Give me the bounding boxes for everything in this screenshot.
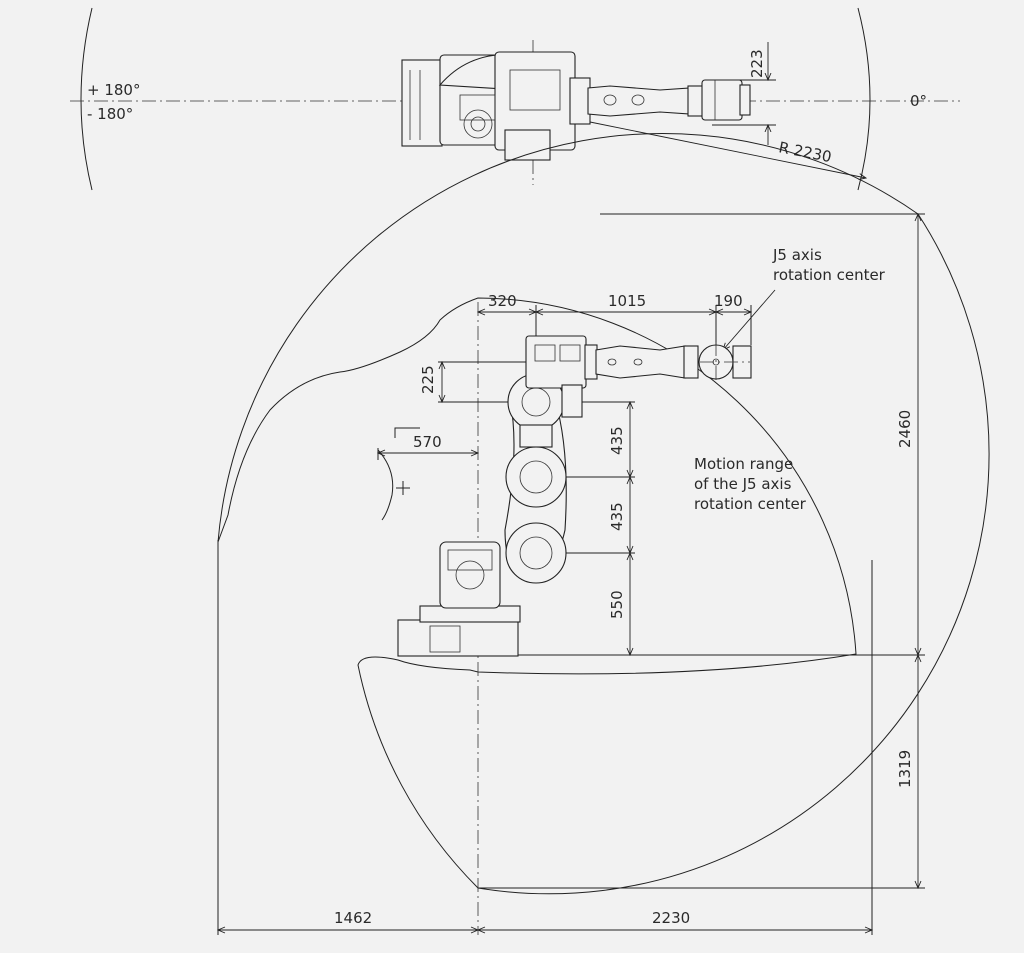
motion-label-line1: Motion range [694,455,793,473]
angle-plus-label: + 180° [87,81,140,99]
dim-225-label: 225 [419,365,437,394]
robot-top-body [401,51,751,161]
j5-label-line1: J5 axis [772,246,822,264]
dim-435-lower-label: 435 [608,502,626,531]
dim-570-label: 570 [413,433,442,451]
inner-notch [377,449,394,521]
top-left-range-arc [80,7,93,191]
dim-435-upper-label: 435 [608,426,626,455]
radius-line [589,121,866,178]
dim-2460-label: 2460 [896,410,914,448]
dim-1462-label: 1462 [334,909,372,927]
motion-range-envelope [217,133,990,895]
offset-dim-label: 223 [748,49,766,78]
angle-minus-label: - 180° [87,105,133,123]
dim-1319-label: 1319 [896,750,914,788]
top-view: + 180° - 180° 0° 223 R 2230 [70,7,960,191]
top-right-range-arc [857,7,871,191]
motion-label-line2: of the J5 axis [694,475,792,493]
side-view: 320 1015 190 225 570 435 435 550 2460 13… [216,133,990,935]
j5-leader-line [723,289,776,350]
dim-1015-label: 1015 [608,292,646,310]
dim-2230-label: 2230 [652,909,690,927]
j5-label-line2: rotation center [773,266,886,284]
dim-550-label: 550 [608,590,626,619]
dim-190-label: 190 [714,292,743,310]
robot-side-body [397,335,752,657]
angle-zero-label: 0° [910,92,927,110]
motion-label-line3: rotation center [694,495,807,513]
dim-320-label: 320 [488,292,517,310]
